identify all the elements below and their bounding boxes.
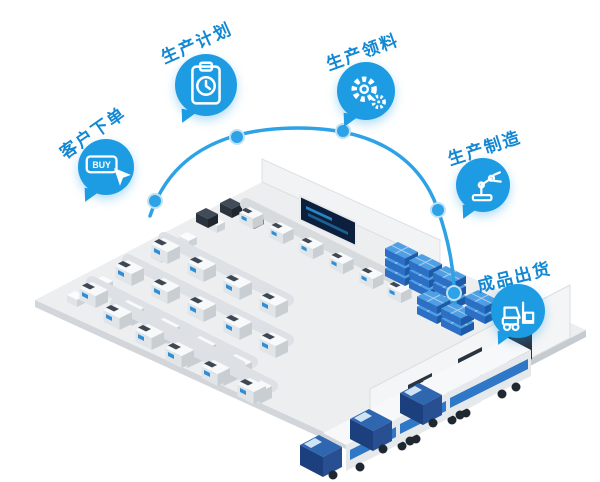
step-bubble: BUY: [78, 139, 134, 195]
step-bubble: [337, 62, 395, 120]
material-requisition-icon: [351, 76, 386, 110]
production-plan-icon: [191, 61, 221, 105]
step-bubble: [175, 54, 237, 116]
buy-text: BUY: [92, 160, 111, 170]
buy-order-icon: BUY: [85, 155, 131, 186]
step-bubble: [491, 284, 545, 338]
step-bubble: [456, 158, 510, 212]
shipping-forklift-icon: [501, 301, 535, 332]
manufacturing-robot-icon: [471, 171, 502, 202]
cursor-pointer-icon: [114, 167, 131, 186]
